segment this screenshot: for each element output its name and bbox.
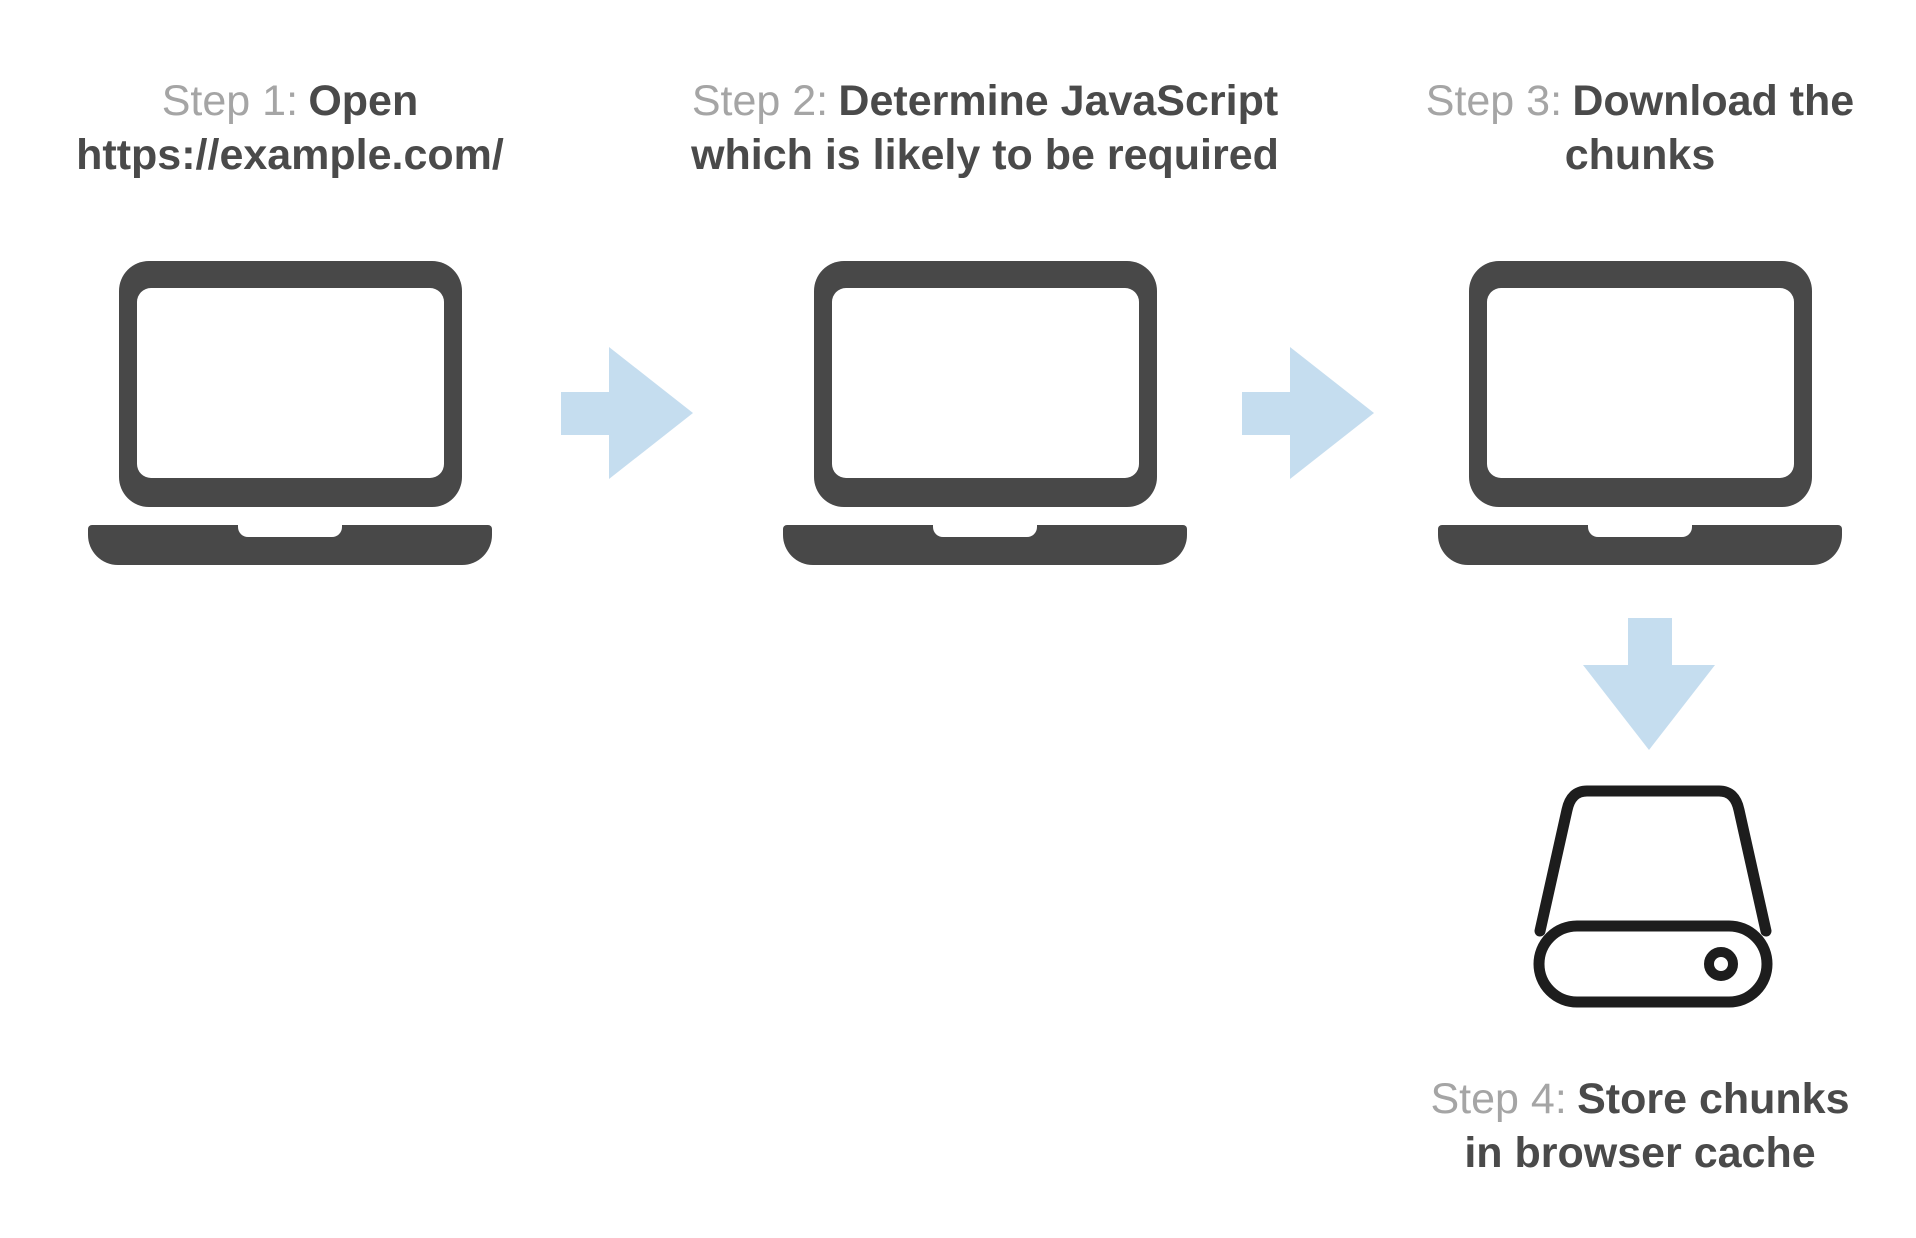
step-2-caption-line-1: Step 2:Determine JavaScript: [635, 74, 1335, 128]
arrow-right-icon: [1242, 347, 1374, 479]
step-3-title-line-2: chunks: [1564, 131, 1716, 179]
laptop-base: [88, 525, 492, 565]
arrow-tail: [1242, 392, 1292, 435]
step-1-title-line-2: https://example.com/: [76, 131, 504, 179]
laptop-base: [1438, 525, 1842, 565]
step-3-label: Step 3:: [1425, 77, 1563, 125]
laptop-screen-display: [1487, 288, 1794, 478]
step-1-caption-line-2: https://example.com/: [10, 128, 570, 182]
step-4-caption-line-2: in browser cache: [1360, 1126, 1916, 1180]
laptop-icon: [1438, 261, 1842, 565]
laptop-notch: [238, 525, 342, 537]
hard-drive-icon: [1533, 783, 1773, 1008]
step-4-caption: Step 4:Store chunks in browser cache: [1360, 1072, 1916, 1180]
laptop-screen-display: [137, 288, 444, 478]
step-3-caption-line-2: chunks: [1360, 128, 1916, 182]
step-4-caption-line-1: Step 4:Store chunks: [1360, 1072, 1916, 1126]
arrow-right-icon: [561, 347, 693, 479]
laptop-screen: [1469, 261, 1812, 507]
step-1-caption-line-1: Step 1:Open: [10, 74, 570, 128]
laptop-icon: [783, 261, 1187, 565]
laptop-notch: [1588, 525, 1692, 537]
laptop-icon: [88, 261, 492, 565]
step-4-title-line-1: Store chunks: [1577, 1075, 1850, 1123]
step-3-title-line-1: Download the: [1572, 77, 1855, 125]
step-1-caption: Step 1:Open https://example.com/: [10, 74, 570, 182]
step-1-label: Step 1:: [161, 77, 299, 125]
step-2-label: Step 2:: [691, 77, 829, 125]
laptop-notch: [933, 525, 1037, 537]
step-3-caption: Step 3:Download the chunks: [1360, 74, 1916, 182]
step-4-label: Step 4:: [1430, 1075, 1567, 1123]
arrow-down-icon: [1583, 618, 1715, 750]
arrow-tail: [561, 392, 611, 435]
step-2-title-line-1: Determine JavaScript: [838, 77, 1279, 125]
step-1-title-line-1: Open: [308, 77, 419, 125]
laptop-base: [783, 525, 1187, 565]
arrow-head: [1583, 665, 1715, 750]
arrow-head: [1290, 347, 1374, 479]
laptop-screen: [119, 261, 462, 507]
step-3-caption-line-1: Step 3:Download the: [1360, 74, 1916, 128]
arrow-head: [609, 347, 693, 479]
arrow-tail: [1628, 618, 1672, 667]
laptop-screen-display: [832, 288, 1139, 478]
step-2-caption: Step 2:Determine JavaScript which is lik…: [635, 74, 1335, 182]
step-2-title-line-2: which is likely to be required: [691, 131, 1279, 179]
laptop-screen: [814, 261, 1157, 507]
step-2-caption-line-2: which is likely to be required: [635, 128, 1335, 182]
step-4-title-line-2: in browser cache: [1464, 1129, 1816, 1177]
